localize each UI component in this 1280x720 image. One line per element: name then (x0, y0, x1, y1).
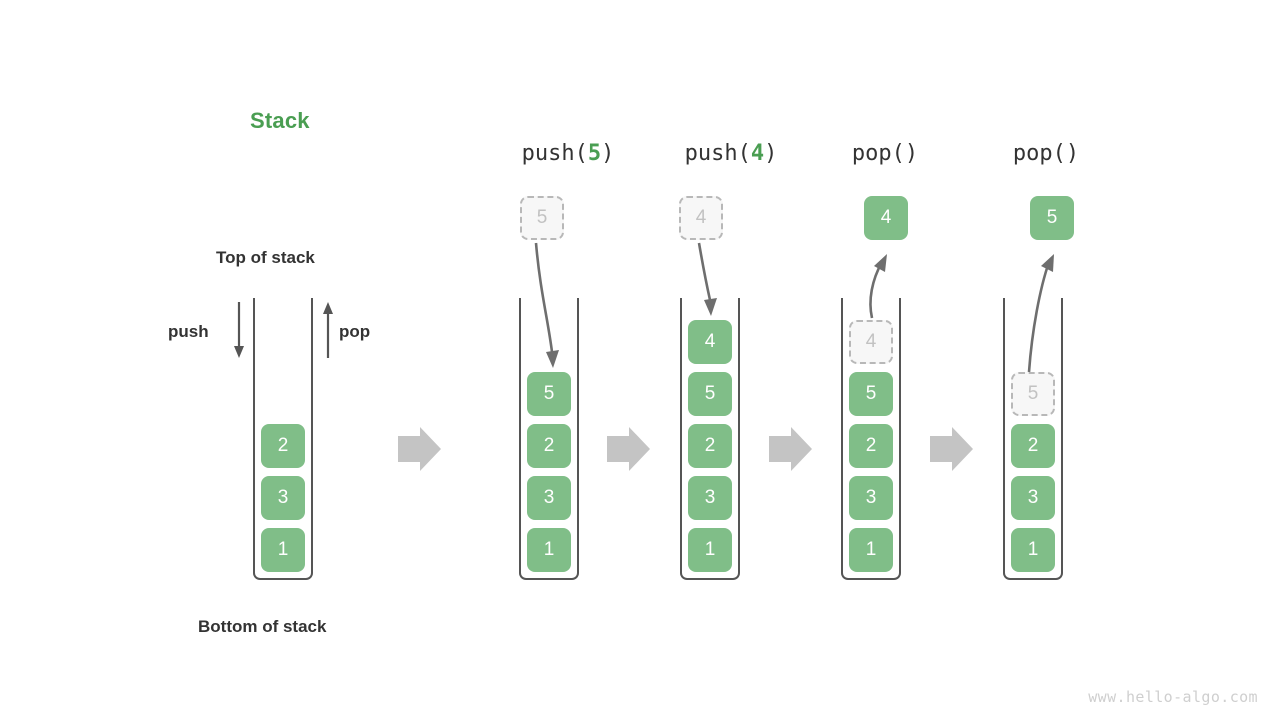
watermark: www.hello-algo.com (1088, 688, 1258, 706)
stack-cell: 1 (261, 528, 305, 572)
stack-cell: 1 (849, 528, 893, 572)
page-title: Stack (250, 108, 310, 133)
transition-arrow (607, 427, 650, 471)
removed-ghost-cell: 5 (1011, 372, 1055, 416)
op-header-suffix: ) (1065, 141, 1080, 166)
stack-cell: 3 (261, 476, 305, 520)
stack-cell: 5 (688, 372, 732, 416)
stack-cell: 3 (527, 476, 571, 520)
stack-cell: 1 (688, 528, 732, 572)
label-push: push (168, 322, 209, 341)
op-header-text: pop( (1012, 141, 1066, 166)
stack-cell: 5 (527, 372, 571, 416)
op-header-pop-2: pop() (1013, 141, 1079, 166)
op-header-push-5: push(5) (522, 141, 615, 166)
stack-cell: 3 (1011, 476, 1055, 520)
op-header-arg: 4 (750, 141, 765, 166)
popped-cell: 5 (1030, 196, 1074, 240)
label-pop: pop (339, 322, 371, 341)
label-bottom-of-stack: Bottom of stack (198, 617, 327, 636)
popped-cell: 4 (864, 196, 908, 240)
stack-cell: 2 (527, 424, 571, 468)
incoming-ghost-cell: 4 (679, 196, 723, 240)
stack-cell: 1 (1011, 528, 1055, 572)
op-header-text: pop( (851, 141, 905, 166)
op-header-text: push( (684, 141, 751, 166)
stack-cell: 2 (849, 424, 893, 468)
op-header-push-4: push(4) (685, 141, 778, 166)
transition-arrow (769, 427, 812, 471)
op-header-pop-1: pop() (852, 141, 918, 166)
stack-tube-push-5 (519, 298, 579, 580)
stack-cell: 2 (1011, 424, 1055, 468)
stack-tube-pop-1 (841, 298, 901, 580)
label-top-of-stack: Top of stack (216, 248, 315, 267)
stack-tube-push-4 (680, 298, 740, 580)
op-header-arg: 5 (587, 141, 602, 166)
stack-cell: 1 (527, 528, 571, 572)
pop-direction-arrow (323, 302, 333, 358)
stack-cell: 3 (849, 476, 893, 520)
op-header-suffix: ) (601, 141, 615, 166)
stack-cell: 3 (688, 476, 732, 520)
stack-cell: 5 (849, 372, 893, 416)
stack-tube-pop-2 (1003, 298, 1063, 580)
transition-arrow (398, 427, 441, 471)
push-direction-arrow (234, 302, 244, 358)
stack-cell: 2 (261, 424, 305, 468)
op-header-text: push( (521, 141, 588, 166)
op-header-suffix: ) (904, 141, 919, 166)
transition-arrow (930, 427, 973, 471)
removed-ghost-cell: 4 (849, 320, 893, 364)
stack-cell: 4 (688, 320, 732, 364)
op-header-suffix: ) (764, 141, 778, 166)
stack-tube-initial (253, 298, 313, 580)
stack-cell: 2 (688, 424, 732, 468)
incoming-ghost-cell: 5 (520, 196, 564, 240)
